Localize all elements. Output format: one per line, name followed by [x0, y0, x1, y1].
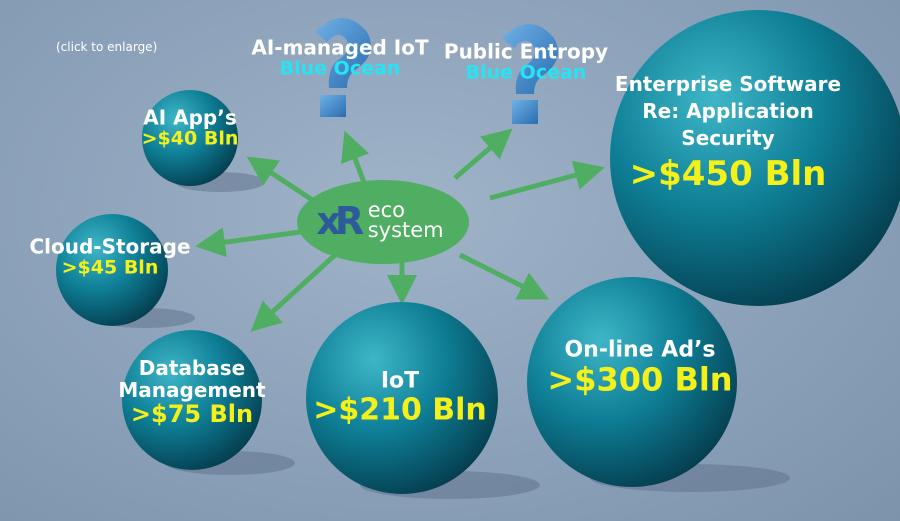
label-cloud-storage: Cloud-Storage >$45 Bln — [29, 234, 191, 279]
sphere-ai-apps — [142, 90, 238, 186]
sphere-cloud-storage — [56, 214, 168, 326]
arrows — [195, 128, 605, 332]
sphere-iot — [306, 302, 498, 494]
label-online-ads: On-line Ad’s >$300 Bln — [547, 337, 733, 399]
xr-ecosystem-logo[interactable]: xR eco system — [316, 198, 444, 244]
label-iot: IoT >$210 Bln — [313, 368, 487, 428]
question-mark-icon — [502, 24, 558, 124]
label-enterprise: Enterprise Software Re: Application Secu… — [614, 71, 842, 194]
center-ellipse — [297, 180, 469, 264]
label-ai-apps: AI App’s >$40 Bln — [141, 105, 239, 150]
sphere-enterprise — [610, 10, 900, 306]
node-public-entropy: Public Entropy Blue Ocean — [443, 39, 609, 84]
click-to-enlarge-note[interactable]: (click to enlarge) — [56, 40, 158, 54]
question-mark-icon — [315, 18, 371, 117]
node-ai-managed-iot: AI-managed IoT Blue Ocean — [251, 35, 429, 80]
label-database: Database Management >$75 Bln — [118, 355, 266, 428]
sphere-database — [122, 330, 262, 470]
sphere-online-ads — [527, 277, 737, 487]
